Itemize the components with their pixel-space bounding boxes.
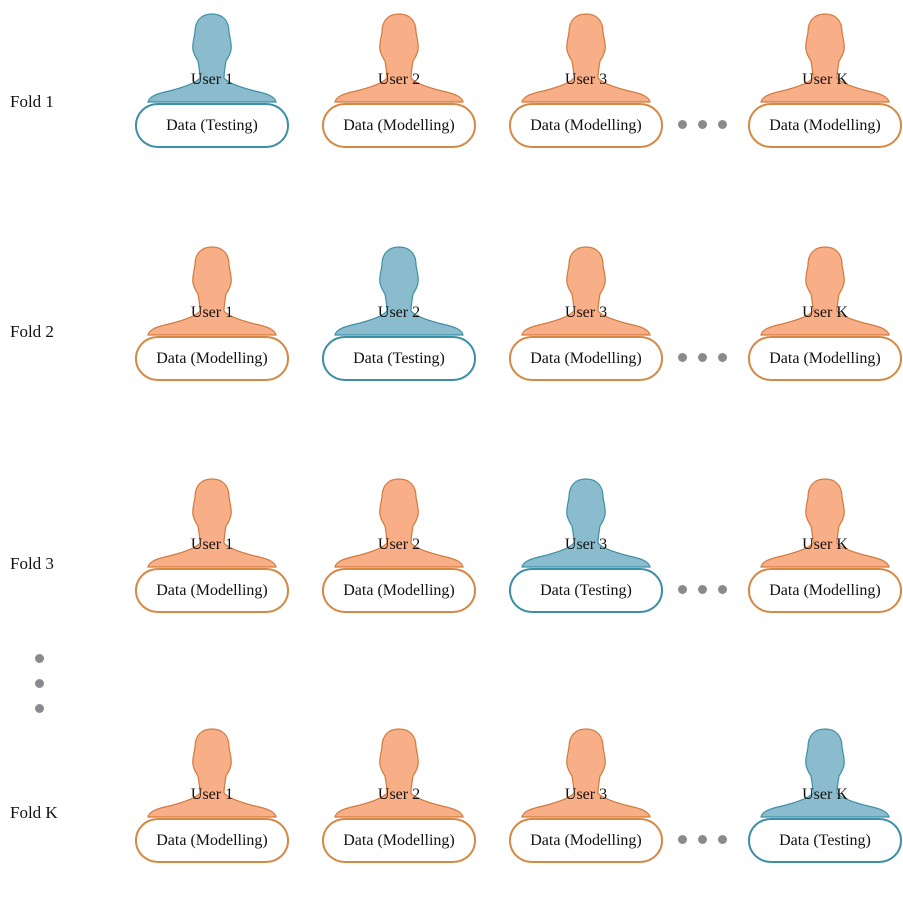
modelling-data-pill: Data (Modelling): [135, 336, 289, 381]
user-card: User 2 Data (Modelling): [322, 12, 476, 148]
user-name-label: User 3: [564, 786, 608, 803]
modelling-data-pill: Data (Modelling): [509, 336, 663, 381]
person-silhouette-icon: [760, 13, 890, 103]
person-silhouette-icon: [760, 478, 890, 568]
person-silhouette-icon: [334, 478, 464, 568]
user-card: User 2 Data (Modelling): [322, 477, 476, 613]
ellipsis-dots: [678, 833, 728, 845]
dot: [678, 353, 687, 362]
user-name-label: User 2: [377, 71, 421, 88]
modelling-data-pill: Data (Modelling): [509, 103, 663, 148]
testing-data-pill: Data (Testing): [135, 103, 289, 148]
dot: [718, 835, 727, 844]
fold-label: Fold 2: [10, 322, 54, 341]
dot: [35, 704, 44, 713]
user-name-label: User K: [802, 304, 848, 321]
person-silhouette-icon: [334, 246, 464, 336]
dot: [698, 585, 707, 594]
person-silhouette-icon: [521, 728, 651, 818]
dot: [678, 585, 687, 594]
user-name-label: User 1: [190, 536, 234, 553]
person-silhouette-icon: [147, 13, 277, 103]
user-name-label: User 2: [377, 786, 421, 803]
dot: [698, 835, 707, 844]
fold-label: Fold K: [10, 803, 58, 822]
user-name-label: User 3: [564, 536, 608, 553]
user-card: User 3 Data (Modelling): [509, 727, 663, 863]
user-name-label: User 1: [190, 304, 234, 321]
testing-data-pill: Data (Testing): [509, 568, 663, 613]
modelling-data-pill: Data (Modelling): [135, 568, 289, 613]
ellipsis-dots: [678, 583, 728, 595]
person-silhouette-icon: [521, 246, 651, 336]
user-name-label: User 1: [190, 786, 234, 803]
dot: [718, 353, 727, 362]
modelling-data-pill: Data (Modelling): [748, 336, 902, 381]
person-silhouette-icon: [334, 728, 464, 818]
person-silhouette-icon: [521, 478, 651, 568]
person-silhouette-icon: [760, 246, 890, 336]
testing-data-pill: Data (Testing): [322, 336, 476, 381]
modelling-data-pill: Data (Modelling): [322, 818, 476, 863]
vertical-ellipsis-dots: [34, 654, 46, 718]
modelling-data-pill: Data (Modelling): [322, 103, 476, 148]
user-name-label: User K: [802, 71, 848, 88]
dot: [678, 835, 687, 844]
person-silhouette-icon: [147, 246, 277, 336]
user-name-label: User 2: [377, 536, 421, 553]
user-name-label: User K: [802, 536, 848, 553]
user-name-label: User 3: [564, 304, 608, 321]
fold-label: Fold 1: [10, 92, 54, 111]
person-silhouette-icon: [521, 13, 651, 103]
dot: [35, 679, 44, 688]
fold-label: Fold 3: [10, 554, 54, 573]
user-name-label: User 1: [190, 71, 234, 88]
dot: [35, 654, 44, 663]
user-card: User K Data (Testing): [748, 727, 902, 863]
user-card: User 1 Data (Modelling): [135, 727, 289, 863]
modelling-data-pill: Data (Modelling): [509, 818, 663, 863]
user-card: User 3 Data (Testing): [509, 477, 663, 613]
dot: [698, 353, 707, 362]
modelling-data-pill: Data (Modelling): [748, 103, 902, 148]
user-card: User 3 Data (Modelling): [509, 12, 663, 148]
dot: [718, 120, 727, 129]
user-card: User K Data (Modelling): [748, 12, 902, 148]
user-card: User K Data (Modelling): [748, 477, 902, 613]
user-name-label: User 3: [564, 71, 608, 88]
user-card: User 3 Data (Modelling): [509, 245, 663, 381]
testing-data-pill: Data (Testing): [748, 818, 902, 863]
modelling-data-pill: Data (Modelling): [135, 818, 289, 863]
dot: [678, 120, 687, 129]
person-silhouette-icon: [760, 728, 890, 818]
dot: [718, 585, 727, 594]
user-card: User 2 Data (Testing): [322, 245, 476, 381]
modelling-data-pill: Data (Modelling): [748, 568, 902, 613]
user-card: User 1 Data (Testing): [135, 12, 289, 148]
ellipsis-dots: [678, 118, 728, 130]
person-silhouette-icon: [147, 728, 277, 818]
person-silhouette-icon: [147, 478, 277, 568]
ellipsis-dots: [678, 351, 728, 363]
dot: [698, 120, 707, 129]
user-card: User 1 Data (Modelling): [135, 245, 289, 381]
person-silhouette-icon: [334, 13, 464, 103]
user-card: User K Data (Modelling): [748, 245, 902, 381]
user-card: User 2 Data (Modelling): [322, 727, 476, 863]
user-name-label: User K: [802, 786, 848, 803]
user-card: User 1 Data (Modelling): [135, 477, 289, 613]
user-name-label: User 2: [377, 304, 421, 321]
modelling-data-pill: Data (Modelling): [322, 568, 476, 613]
